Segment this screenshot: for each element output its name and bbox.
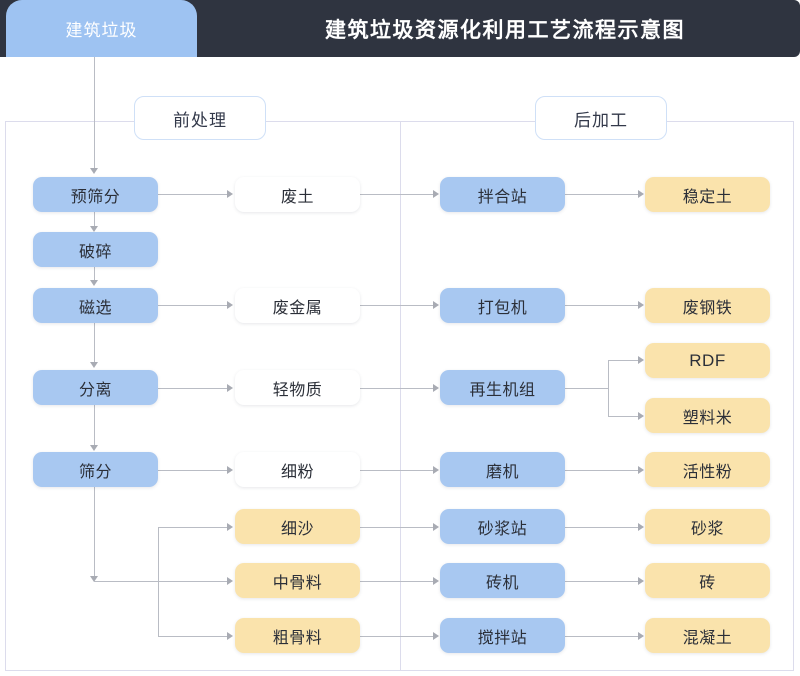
node-rdf[interactable]: RDF (645, 343, 770, 378)
arrowhead-n3-to-m2 (227, 301, 233, 309)
arrowhead-m1-to-p1 (433, 190, 439, 198)
edge-n3-to-n4 (94, 323, 95, 363)
node-crushing[interactable]: 破碎 (33, 232, 158, 267)
edge-n5-trunk-down (94, 487, 95, 580)
arrowhead-m5-to-p5 (433, 523, 439, 531)
node-pre-screening[interactable]: 预筛分 (33, 177, 158, 212)
edge-n1-to-m1 (158, 194, 228, 195)
arrowhead-n5-to-m6 (227, 577, 233, 585)
edge-m1-to-p1 (360, 194, 434, 195)
node-fine-sand[interactable]: 细沙 (235, 509, 360, 544)
edge-p5-to-o6 (565, 527, 639, 528)
node-mixing-station[interactable]: 拌合站 (440, 177, 565, 212)
edge-p4-to-o5 (565, 470, 639, 471)
arrowhead-m4-to-p4 (433, 466, 439, 474)
edge-p3-to-o4 (608, 416, 639, 417)
section-header-pre-processing: 前处理 (134, 96, 266, 140)
arrowhead-branch-to-m5 (227, 523, 233, 531)
arrowhead-n4-to-n5 (90, 445, 98, 451)
edge-m4-to-p4 (360, 470, 434, 471)
node-coarse-aggregate[interactable]: 粗骨料 (235, 618, 360, 653)
arrowhead-m7-to-p7 (433, 632, 439, 640)
section-divider (400, 121, 401, 671)
node-stabilized-soil[interactable]: 稳定土 (645, 177, 770, 212)
node-active-powder[interactable]: 活性粉 (645, 452, 770, 487)
node-mortar[interactable]: 砂浆 (645, 509, 770, 544)
node-brick-machine[interactable]: 砖机 (440, 563, 565, 598)
edge-n5-to-m6 (94, 581, 228, 582)
arrowhead-p3-to-o4 (638, 412, 644, 420)
edge-p6-to-o7 (565, 581, 639, 582)
node-concrete-batching[interactable]: 搅拌站 (440, 618, 565, 653)
node-mortar-station[interactable]: 砂浆站 (440, 509, 565, 544)
edge-n2-to-n3 (94, 267, 95, 281)
node-scrap-steel[interactable]: 废钢铁 (645, 288, 770, 323)
edge-source-to-n1 (94, 57, 95, 169)
arrowhead-n5-trunk-down (90, 576, 98, 582)
node-magnetic-separation[interactable]: 磁选 (33, 288, 158, 323)
arrowhead-m2-to-p2 (433, 301, 439, 309)
node-medium-aggregate[interactable]: 中骨料 (235, 563, 360, 598)
edge-p2-to-o2 (565, 305, 639, 306)
arrowhead-n3-to-n4 (90, 362, 98, 368)
arrowhead-branch-to-m7 (227, 632, 233, 640)
edge-n4-to-n5 (94, 405, 95, 446)
arrowhead-n4-to-m3 (227, 384, 233, 392)
node-plastic-pellets[interactable]: 塑料米 (645, 398, 770, 433)
edge-branch-to-m7 (158, 636, 228, 637)
edge-n1-to-n2 (94, 212, 95, 227)
arrowhead-m3-to-p3 (433, 384, 439, 392)
node-grinder[interactable]: 磨机 (440, 452, 565, 487)
tab-construction-waste[interactable]: 建筑垃圾 (6, 0, 197, 57)
node-light-material[interactable]: 轻物质 (235, 370, 360, 405)
arrowhead-p1-to-o1 (638, 190, 644, 198)
arrowhead-p6-to-o7 (638, 577, 644, 585)
edge-n3-to-m2 (158, 305, 228, 306)
node-recycling-unit[interactable]: 再生机组 (440, 370, 565, 405)
arrowhead-m6-to-p6 (433, 577, 439, 585)
arrowhead-n1-to-m1 (227, 190, 233, 198)
edge-p3-stem (565, 388, 609, 389)
arrowhead-n1-to-n2 (90, 226, 98, 232)
edge-m5-to-p5 (360, 527, 434, 528)
arrowhead-source-to-n1 (90, 168, 98, 174)
node-waste-soil[interactable]: 废土 (235, 177, 360, 212)
arrowhead-p2-to-o2 (638, 301, 644, 309)
node-scrap-metal[interactable]: 废金属 (235, 288, 360, 323)
node-fine-powder[interactable]: 细粉 (235, 452, 360, 487)
arrowhead-p5-to-o6 (638, 523, 644, 531)
node-baler[interactable]: 打包机 (440, 288, 565, 323)
edge-m6-to-p6 (360, 581, 434, 582)
arrowhead-p3-to-o3 (638, 356, 644, 364)
arrowhead-p4-to-o5 (638, 466, 644, 474)
node-concrete[interactable]: 混凝土 (645, 618, 770, 653)
edge-aggregate-branch-trunk (158, 527, 159, 636)
node-sieving[interactable]: 筛分 (33, 452, 158, 487)
edge-p7-to-o8 (565, 636, 639, 637)
edge-p1-to-o1 (565, 194, 639, 195)
edge-branch-to-m5 (158, 527, 228, 528)
edge-m3-to-p3 (360, 388, 434, 389)
edge-n4-to-m3 (158, 388, 228, 389)
page-title: 建筑垃圾资源化利用工艺流程示意图 (325, 18, 685, 42)
node-brick[interactable]: 砖 (645, 563, 770, 598)
arrowhead-n5-to-m4 (227, 466, 233, 474)
edge-p3-bracket (608, 360, 609, 416)
edge-p3-to-o3 (608, 360, 639, 361)
arrowhead-n2-to-n3 (90, 280, 98, 286)
arrowhead-p7-to-o8 (638, 632, 644, 640)
edge-m2-to-p2 (360, 305, 434, 306)
node-separation[interactable]: 分离 (33, 370, 158, 405)
section-header-post-processing: 后加工 (535, 96, 667, 140)
edge-n5-to-m4 (158, 470, 228, 471)
edge-m7-to-p7 (360, 636, 434, 637)
